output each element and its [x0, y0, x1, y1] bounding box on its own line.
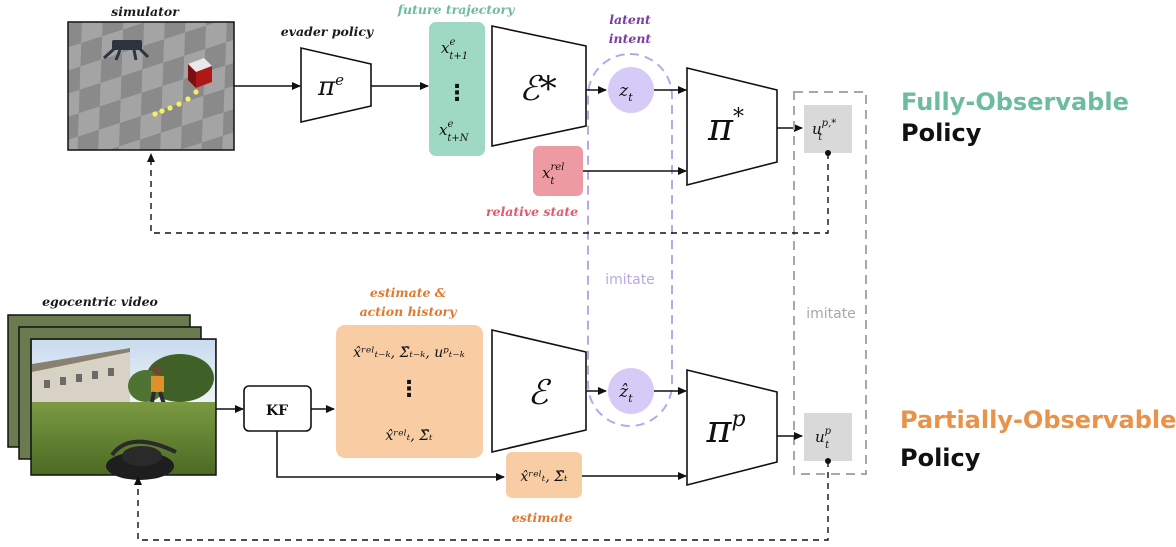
egocentric-video-stack: [7, 314, 217, 480]
estimate-box: [506, 452, 582, 498]
action-p-box: [804, 413, 852, 461]
kalman-filter-label: KF: [266, 403, 288, 419]
imitate-action-frame: [793, 91, 867, 475]
estimate-label: estimate: [512, 510, 573, 525]
robot-icon: [102, 40, 150, 61]
estimate-symbol: x̂ʳᵉˡₜ, Σ̂ₜ: [520, 469, 568, 485]
partially-observable-title: Partially-Observable: [900, 406, 1176, 434]
encoder-symbol: ℰ: [528, 373, 552, 413]
privileged-policy-block: [686, 66, 778, 187]
latent-intent-label-2: intent: [609, 31, 652, 46]
action-star-box: [804, 105, 852, 153]
privileged-encoder-block: [491, 25, 587, 147]
history-label-2: action history: [360, 304, 458, 319]
partial-policy-block: [686, 368, 778, 487]
future-trajectory-label: future trajectory: [397, 2, 515, 17]
imitate-latent-label: imitate: [605, 272, 655, 288]
evader-policy-label: evader policy: [281, 24, 374, 39]
history-top-term: x̂ʳᵉˡₜ₋ₖ, Σ̂ₜ₋ₖ, uᵖₜ₋ₖ: [353, 345, 465, 361]
partial-policy-symbol: πp: [705, 407, 745, 451]
history-box: [336, 325, 483, 458]
history-label-1: estimate &: [370, 285, 447, 300]
fully-observable-policy: Policy: [901, 119, 982, 147]
relative-state-box: [533, 146, 583, 196]
arrow-kf-to-estimate: [276, 431, 505, 481]
latent-intent-symbol: zt: [618, 81, 633, 104]
imitate-action-label: imitate: [806, 306, 856, 322]
partially-observable-policy: Policy: [900, 444, 981, 472]
action-star-symbol: up,*t: [812, 118, 836, 143]
relative-state-label: relative state: [486, 204, 578, 219]
encoder-block: [491, 328, 587, 454]
evader-policy-block: [300, 46, 372, 124]
latent-intent-label-1: latent: [609, 12, 651, 27]
history-vdots: ⋮: [398, 377, 420, 402]
evader-policy-symbol: πe: [317, 71, 344, 102]
privileged-encoder-symbol: ℰ*: [519, 69, 557, 109]
privileged-policy-symbol: π*: [707, 105, 744, 149]
trajectory-dots: [152, 89, 199, 117]
imitate-latent-capsule: [587, 53, 673, 427]
estimated-latent-symbol: ẑt: [618, 382, 633, 405]
estimated-latent-node: [608, 368, 654, 414]
evader-cube-icon: [188, 58, 212, 88]
traj-vdots: ⋮: [446, 81, 468, 106]
robot-front-edge: [106, 439, 177, 480]
latent-intent-node: [608, 67, 654, 113]
egocentric-video-label: egocentric video: [42, 294, 158, 309]
history-bottom-term: x̂ʳᵉˡₜ, Σ̂ₜ: [385, 428, 433, 444]
video-frame-front: [30, 338, 217, 480]
feedback-loop-bottom: [134, 461, 829, 541]
fully-observable-title: Fully-Observable: [901, 88, 1129, 116]
feedback-loop-top: [147, 153, 829, 234]
future-trajectory-box: [429, 22, 485, 156]
simulator-image: [67, 21, 235, 151]
simulator-label: simulator: [111, 4, 180, 19]
